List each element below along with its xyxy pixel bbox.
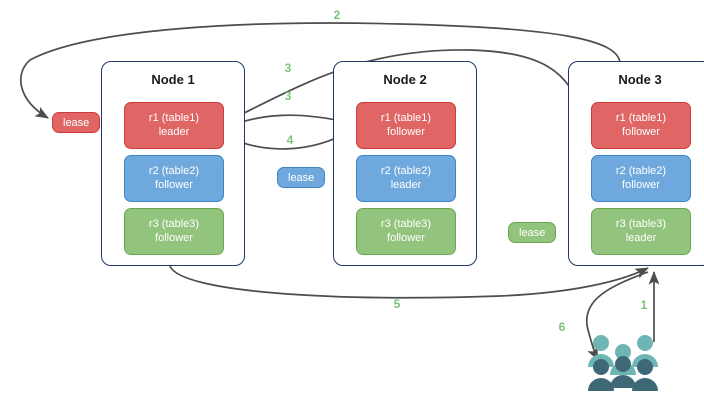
step-label-2: 2 — [333, 8, 341, 22]
lease-label: lease — [519, 226, 546, 239]
edge-step-6 — [585, 271, 649, 361]
people-group-icon — [588, 335, 658, 391]
step-label-4: 4 — [286, 133, 294, 147]
node-title: Node 2 — [383, 72, 427, 87]
replica-role: leader — [625, 231, 657, 244]
replica-role: leader — [390, 178, 422, 191]
edge-step-5 — [169, 265, 649, 299]
replica-name: r2 (table2) — [380, 165, 432, 177]
replica-n3-r1[interactable]: r1 (table1) follower — [591, 102, 691, 149]
step-label-1: 1 — [640, 298, 648, 312]
node-title: Node 1 — [151, 72, 195, 87]
replica-name: r2 (table2) — [148, 165, 200, 177]
lease-label: lease — [63, 116, 90, 129]
replica-name: r3 (table3) — [615, 218, 667, 230]
node-title: Node 3 — [618, 72, 662, 87]
lease-badge-table1[interactable]: lease — [52, 112, 101, 133]
replica-n1-r1[interactable]: r1 (table1) leader — [124, 102, 224, 149]
replica-name: r2 (table2) — [615, 165, 667, 177]
replica-n1-r3[interactable]: r3 (table3) follower — [124, 208, 224, 255]
replica-role: follower — [155, 178, 193, 191]
replica-n3-r2[interactable]: r2 (table2) follower — [591, 155, 691, 202]
step-label-5: 5 — [393, 297, 401, 311]
replica-role: follower — [387, 231, 425, 244]
replica-name: r3 (table3) — [380, 218, 432, 230]
step-label-3b: 3 — [284, 89, 292, 103]
replica-role: follower — [155, 231, 193, 244]
step-label-3a: 3 — [284, 61, 292, 75]
replica-n3-r3[interactable]: r3 (table3) leader — [591, 208, 691, 255]
edge-step-2 — [19, 22, 621, 119]
node-box-2[interactable]: Node 2 r1 (table1) follower r2 (table2) … — [333, 61, 477, 266]
replica-role: follower — [387, 125, 425, 138]
step-label-6: 6 — [558, 320, 566, 334]
replica-n2-r2[interactable]: r2 (table2) leader — [356, 155, 456, 202]
replica-name: r3 (table3) — [148, 218, 200, 230]
lease-badge-table3[interactable]: lease — [508, 222, 557, 243]
replica-role: leader — [158, 125, 190, 138]
replica-name: r1 (table1) — [615, 112, 667, 124]
lease-badge-table2[interactable]: lease — [277, 167, 326, 188]
node-box-3[interactable]: Node 3 r1 (table1) follower r2 (table2) … — [568, 61, 704, 266]
replica-role: follower — [622, 178, 660, 191]
replica-n1-r2[interactable]: r2 (table2) follower — [124, 155, 224, 202]
replica-name: r1 (table1) — [380, 112, 432, 124]
replica-n2-r1[interactable]: r1 (table1) follower — [356, 102, 456, 149]
replica-role: follower — [622, 125, 660, 138]
node-box-1[interactable]: Node 1 r1 (table1) leader r2 (table2) fo… — [101, 61, 245, 266]
replica-name: r1 (table1) — [148, 112, 200, 124]
replica-n2-r3[interactable]: r3 (table3) follower — [356, 208, 456, 255]
edge-step-3a — [221, 49, 585, 125]
lease-label: lease — [288, 171, 315, 184]
